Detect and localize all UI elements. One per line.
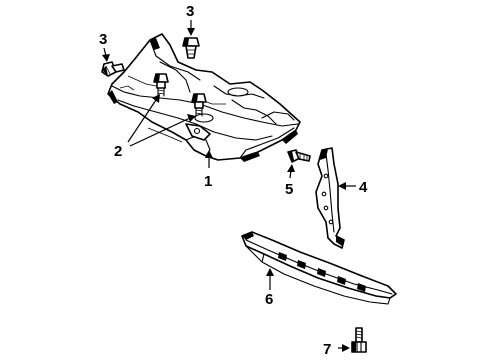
callout-5: 5: [285, 181, 293, 198]
callout-3-top: 3: [186, 3, 194, 20]
callout-4: 4: [359, 179, 368, 196]
air-guide-part-6: [241, 231, 397, 305]
bolt-part-2-left: [153, 73, 169, 97]
callout-1: 1: [204, 173, 212, 190]
bolt-part-2-right: [191, 93, 207, 117]
clip-part-3-left: [101, 61, 125, 77]
leader-lines: [102, 20, 356, 352]
callout-6: 6: [265, 291, 273, 308]
bolt-part-7: [351, 327, 367, 353]
callout-2: 2: [114, 143, 122, 160]
bracket-part-4: [315, 147, 345, 249]
bolt-part-5: [287, 149, 311, 163]
clip-part-3-top: [182, 37, 200, 59]
callout-7: 7: [323, 341, 331, 358]
callout-3-left: 3: [99, 31, 107, 48]
